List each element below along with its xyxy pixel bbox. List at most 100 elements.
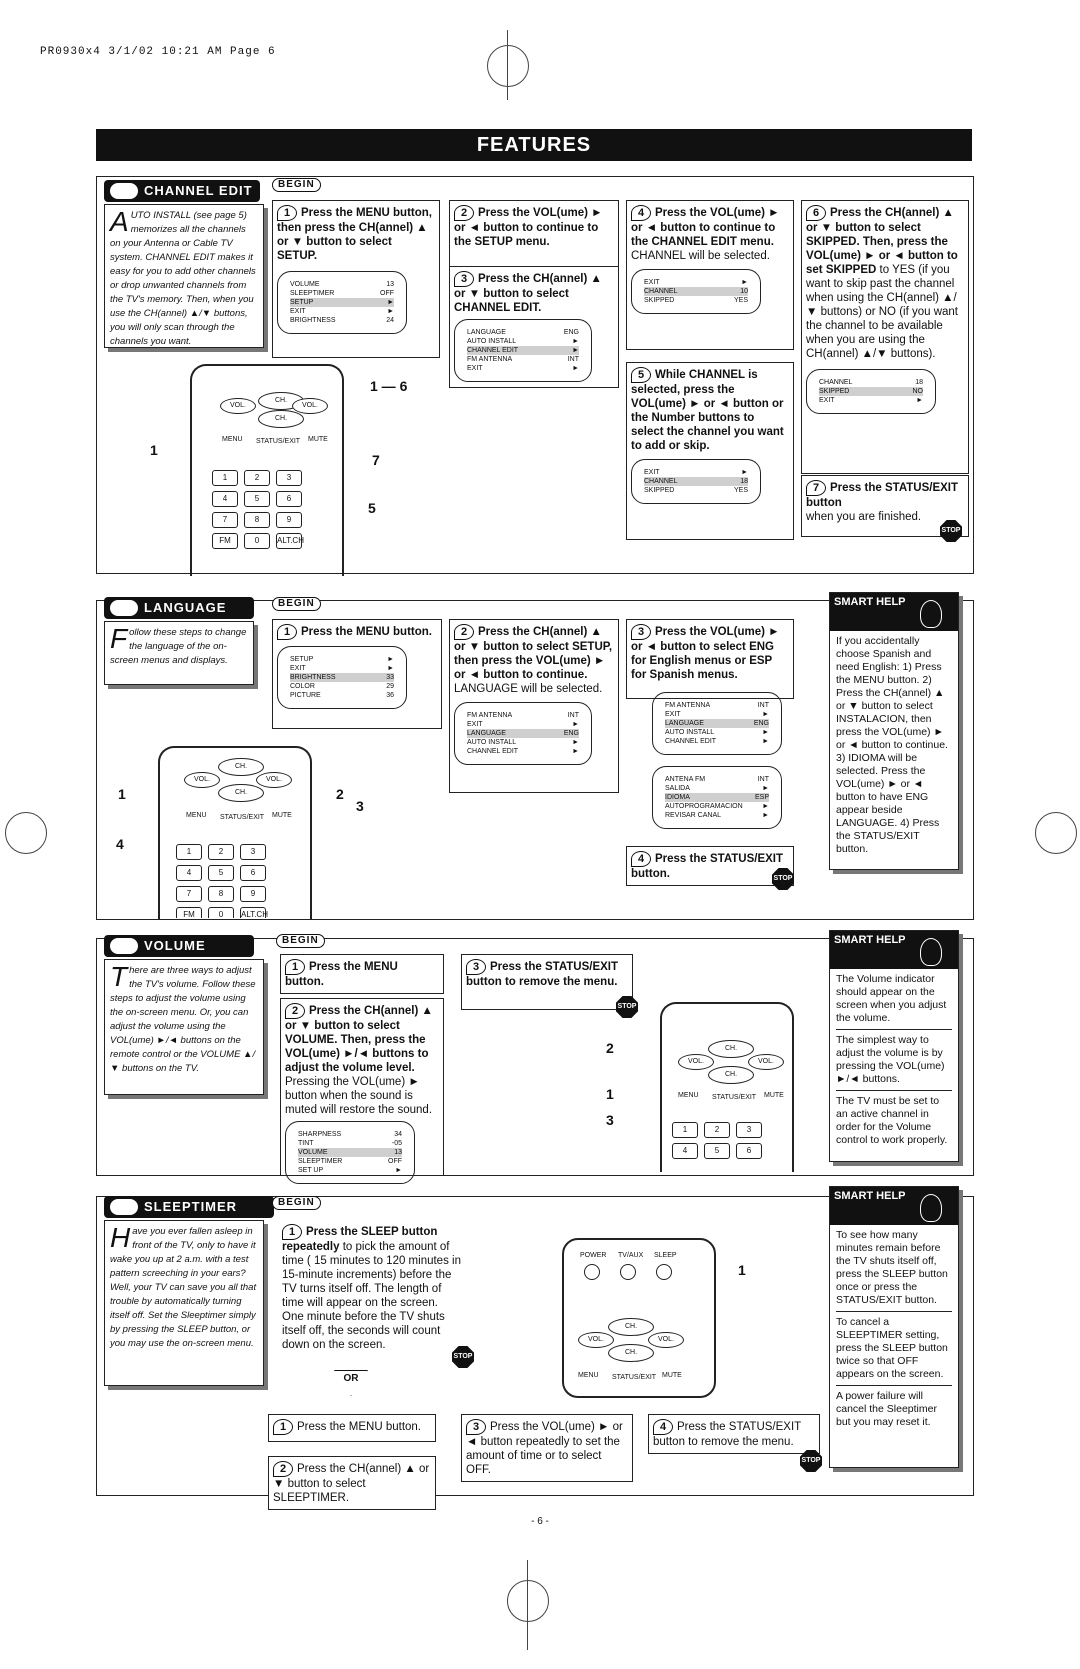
menu-item-value: ►	[572, 338, 579, 345]
callout-1: 1	[738, 1262, 746, 1278]
callout-2: 2	[606, 1040, 614, 1056]
menu-item-value: ►	[741, 279, 748, 286]
number-key: 4	[176, 865, 202, 881]
menu-row: EXIT►	[644, 468, 748, 477]
sleeptimer-section	[96, 1196, 974, 1496]
volume-heading: VOLUME	[104, 935, 254, 957]
smart-help-text: A power failure will cancel the Sleeptim…	[836, 1390, 937, 1428]
menu-item-value: ►	[572, 347, 579, 354]
number-key: FM	[176, 907, 202, 918]
menu-row: EXIT►	[290, 307, 394, 316]
menu-item-value: ►	[762, 711, 769, 718]
menu-item-label: SETUP	[290, 656, 314, 663]
menu-item-label: CHANNEL	[644, 478, 678, 485]
menu-row: AUTO INSTALL►	[467, 337, 579, 346]
menu-item-label: CHANNEL	[819, 379, 853, 386]
smart-help-text: To see how many minutes remain before th…	[836, 1229, 952, 1312]
menu-row: CHANNEL EDIT►	[665, 737, 769, 746]
menu-item-label: EXIT	[467, 721, 483, 728]
menu-item-value: ►	[916, 397, 923, 404]
registration-mark	[1035, 812, 1077, 854]
number-key: 8	[208, 886, 234, 902]
smart-help-text: To cancel a SLEEPTIMER setting, press th…	[836, 1316, 952, 1386]
menu-row: AUTO INSTALL►	[665, 728, 769, 737]
begin-tag: BEGIN	[276, 934, 325, 948]
smart-help-text: The Volume indicator should appear on th…	[836, 973, 952, 1030]
vol-left-button: VOL.	[678, 1054, 714, 1070]
menu-item-value: ►	[762, 785, 769, 792]
number-key: 2	[208, 844, 234, 860]
menu-item-value: ENG	[563, 730, 579, 737]
registration-mark	[5, 812, 47, 854]
menu-item-label: LANGUAGE	[665, 720, 704, 727]
callout-1-6: 1 — 6	[370, 378, 408, 394]
callout-1: 1	[150, 442, 158, 458]
tv-aux-label: TV/AUX	[618, 1252, 644, 1259]
vol-right-button: VOL.	[256, 772, 292, 788]
number-key: 5	[244, 491, 270, 507]
menu-row: SALIDA►	[665, 784, 769, 793]
menu-item-label: AUTOPROGRAMACION	[665, 803, 743, 810]
callout-1: 1	[606, 1086, 614, 1102]
menu-item-label: SETUP	[290, 299, 314, 306]
language-section	[96, 600, 974, 920]
vol-right-button: VOL.	[648, 1332, 684, 1348]
number-key: 3	[240, 844, 266, 860]
menu-item-value: ►	[395, 1167, 402, 1174]
menu-item-value: YES	[733, 487, 748, 494]
number-key: 3	[736, 1122, 762, 1138]
lightbulb-icon	[920, 1194, 942, 1222]
ch-up-button: CH.	[608, 1318, 654, 1336]
channel-edit-section	[96, 176, 974, 574]
menu-row: AUTO INSTALL►	[467, 738, 579, 747]
menu-item-label: EXIT	[290, 308, 306, 315]
menu-row: TINT-05	[298, 1139, 402, 1148]
mute-label: MUTE	[764, 1092, 784, 1099]
menu-row: EXIT►	[467, 720, 579, 729]
menu-item-value: ENG	[753, 720, 769, 727]
begin-tag: BEGIN	[272, 178, 321, 192]
menu-item-label: SLEEPTIMER	[290, 290, 335, 297]
tv-aux-button	[620, 1264, 636, 1280]
menu-item-label: CHANNEL EDIT	[665, 738, 717, 745]
number-key: ALT.CH	[276, 533, 304, 549]
menu-row: SET UP►	[298, 1166, 402, 1175]
menu-row: LANGUAGE ENG	[665, 719, 769, 728]
menu-row: CHANNEL 18	[819, 378, 923, 387]
number-key: 9	[276, 512, 302, 528]
number-key: 9	[240, 886, 266, 902]
sleep-button	[656, 1264, 672, 1280]
callout-7: 7	[372, 452, 380, 468]
menu-item-label: SHARPNESS	[298, 1131, 342, 1138]
menu-row: SETUP►	[290, 298, 394, 307]
menu-item-value: 18	[915, 379, 923, 386]
language-heading: LANGUAGE	[104, 597, 254, 619]
smart-help-text: The TV must be set to an active channel …	[836, 1095, 948, 1146]
lightbulb-icon	[920, 938, 942, 966]
menu-item-label: CHANNEL EDIT	[467, 748, 519, 755]
